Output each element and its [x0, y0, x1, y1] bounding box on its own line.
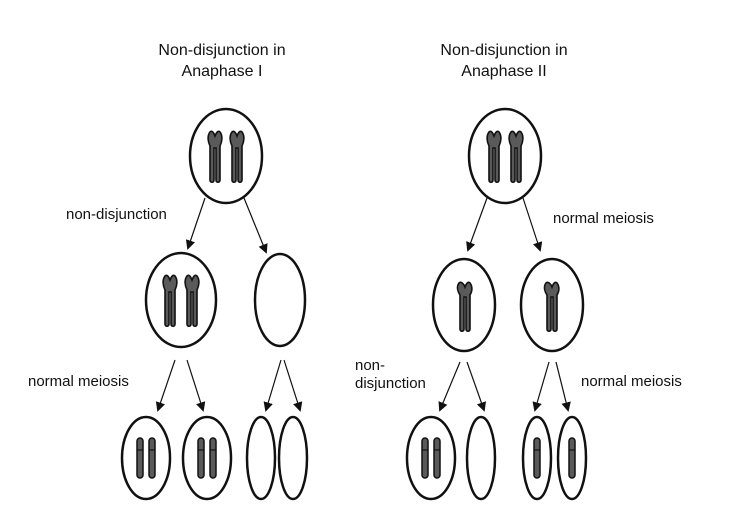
- right-gamete-2-empty: [465, 415, 497, 501]
- right-title-line2: Anaphase II: [461, 63, 547, 80]
- left-arrow-to-cell-b: [243, 197, 268, 254]
- right-cell-a-chromosome: [456, 281, 473, 333]
- right-gamete-4-chromosome: [568, 437, 576, 479]
- right-gamete-1: [405, 415, 457, 501]
- left-gamete-2-chromosome-2: [209, 437, 217, 479]
- right-label-non-disjunction-line2: disjunction: [355, 375, 426, 392]
- right-title-line1: Non-disjunction in: [440, 42, 568, 59]
- left-arrow-gamete-3: [263, 359, 282, 412]
- right-label-normal-meiosis-2: normal meiosis: [581, 373, 682, 390]
- left-title-line2: Anaphase I: [181, 63, 263, 80]
- left-parent-cell: [188, 107, 264, 205]
- right-arrow-gamete-3: [532, 361, 550, 412]
- left-arrow-gamete-1: [155, 359, 176, 412]
- left-cell-a: [144, 251, 218, 349]
- right-title: Non-disjunction in Anaphase II: [384, 40, 624, 82]
- left-gamete-3-empty: [245, 415, 277, 501]
- right-arrow-gamete-1: [438, 361, 461, 412]
- left-gamete-2-chromosome-1: [197, 437, 205, 479]
- right-cell-b: [519, 257, 585, 353]
- right-arrow-to-cell-b: [522, 197, 543, 252]
- right-gamete-1-chromosome-2: [433, 437, 441, 479]
- left-gamete-1-chromosome-2: [148, 437, 156, 479]
- right-arrow-gamete-2: [466, 361, 486, 412]
- left-title-line1: Non-disjunction in: [158, 42, 286, 59]
- right-arrow-gamete-4: [555, 361, 571, 412]
- left-arrow-gamete-4: [283, 359, 303, 412]
- right-label-non-disjunction: non- disjunction: [355, 357, 426, 393]
- right-gamete-3-chromosome: [533, 437, 541, 479]
- left-arrow-to-cell-a: [185, 197, 206, 250]
- right-arrow-to-cell-a: [466, 197, 488, 252]
- right-label-non-disjunction-line1: non-: [355, 357, 386, 374]
- left-label-normal-meiosis: normal meiosis: [28, 373, 129, 390]
- right-gamete-1-chromosome-1: [421, 437, 429, 479]
- left-label-non-disjunction: non-disjunction: [66, 206, 167, 223]
- left-gamete-1-chromosome-1: [136, 437, 144, 479]
- left-arrow-gamete-2: [186, 359, 206, 412]
- left-cell-b-empty: [253, 252, 307, 348]
- right-label-normal-meiosis: normal meiosis: [553, 210, 654, 227]
- left-gamete-1: [120, 415, 172, 501]
- right-parent-cell: [467, 107, 543, 205]
- left-gamete-4-empty: [277, 415, 309, 501]
- left-gamete-2: [181, 415, 233, 501]
- left-title: Non-disjunction in Anaphase I: [102, 40, 342, 82]
- right-cell-b-chromosome: [543, 281, 560, 333]
